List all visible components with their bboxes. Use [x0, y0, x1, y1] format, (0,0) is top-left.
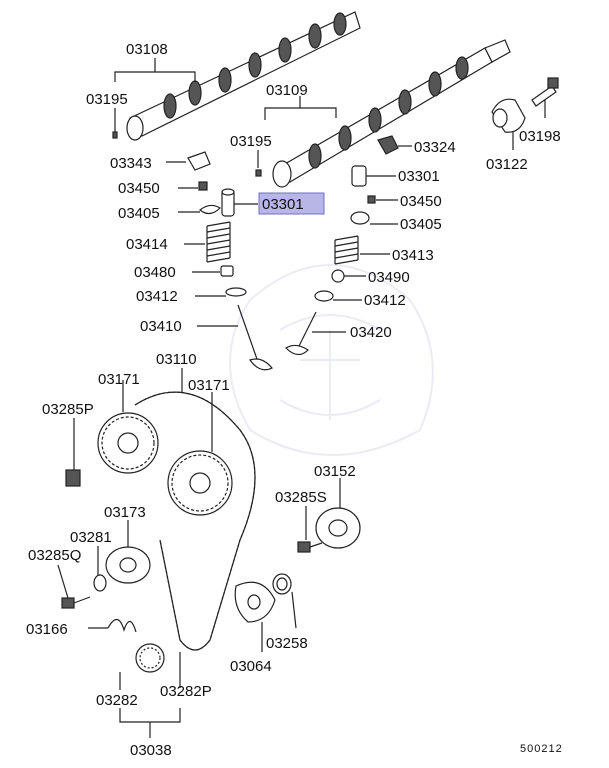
part-03412-retainer [195, 287, 247, 297]
label-03301: 03301 [398, 168, 440, 185]
label-03285P: 03285P [42, 401, 94, 418]
label-03282: 03282 [96, 692, 138, 709]
part-03324-rocker [377, 135, 412, 155]
crank-sprocket-03038 [119, 643, 181, 738]
sprocket-03171-left [97, 380, 159, 474]
part-03198-bolt [531, 77, 559, 118]
label-03110: 03110 [156, 351, 197, 368]
highlight-box [258, 192, 325, 215]
label-03281: 03281 [70, 529, 112, 546]
label-03413: 03413 [392, 247, 434, 264]
label-03108: 03108 [126, 41, 168, 58]
diagram-code: 500212 [520, 743, 563, 755]
washer-03281 [93, 546, 107, 592]
label-03285Q: 03285Q [28, 547, 81, 564]
label-03282P: 03282P [160, 683, 212, 700]
label-03173: 03173 [104, 504, 146, 521]
bolt-03285S [297, 506, 323, 553]
label-03412-a: 03412 [136, 288, 178, 305]
label-03480: 03480 [134, 264, 176, 281]
part-03490-seal [331, 269, 366, 283]
bolt-03285Q [57, 564, 91, 609]
bolt-03285P [65, 418, 81, 487]
label-03171-b: 03171 [188, 377, 230, 394]
label-03324: 03324 [414, 139, 456, 156]
label-03285S: 03285S [275, 489, 327, 506]
label-03198: 03198 [519, 128, 561, 145]
label-03152: 03152 [314, 463, 356, 480]
part-03480-seal [192, 265, 234, 277]
camshaft-intake [112, 11, 361, 141]
label-03490: 03490 [368, 269, 410, 286]
timing-belt-03110 [134, 368, 256, 651]
part-03414-valve-spring [184, 221, 231, 263]
part-03410-valve [197, 304, 273, 371]
label-03171-a: 03171 [98, 371, 140, 388]
label-03258: 03258 [266, 635, 308, 652]
part-03450-keeper [367, 195, 398, 204]
label-03420: 03420 [350, 324, 392, 341]
label-03109: 03109 [266, 82, 308, 99]
label-03343: 03343 [110, 155, 152, 172]
label-03412-b: 03412 [364, 292, 406, 309]
part-03420-valve [285, 311, 346, 356]
watermark-logo [229, 264, 434, 456]
label-03195-a: 03195 [86, 91, 128, 108]
label-03410: 03410 [140, 318, 182, 335]
sprocket-03171-right [167, 392, 233, 516]
part-03405-washer [178, 204, 221, 215]
part-03343-rocker [166, 151, 211, 171]
spring-03166 [88, 618, 137, 633]
label-03450-a: 03450 [118, 180, 160, 197]
label-03405-b: 03405 [400, 216, 442, 233]
label-03195-b: 03195 [230, 133, 272, 150]
cover-03064 [234, 581, 276, 652]
label-03301-highlighted: 03301 [262, 196, 304, 213]
washer-03258 [272, 573, 297, 629]
part-03122-sprocket-adapter [491, 98, 526, 150]
idler-pulley-03173 [105, 520, 151, 584]
label-03405-a: 03405 [118, 205, 160, 222]
part-03301-lifter [351, 165, 396, 187]
label-03038: 03038 [130, 742, 172, 759]
label-03122: 03122 [486, 156, 528, 173]
label-03166: 03166 [26, 621, 68, 638]
tensioner-pulley-03152 [315, 478, 361, 549]
part-03301-lash-adjuster-highlighted [221, 188, 258, 217]
part-03405-retainer [350, 211, 398, 225]
camshaft-exhaust [255, 39, 511, 188]
part-03450-cap [178, 181, 208, 191]
part-03412-seat [314, 290, 362, 302]
label-03414: 03414 [126, 236, 168, 253]
part-03413-valve-spring [334, 235, 390, 265]
label-03450-b: 03450 [400, 193, 442, 210]
label-03064: 03064 [230, 658, 272, 675]
